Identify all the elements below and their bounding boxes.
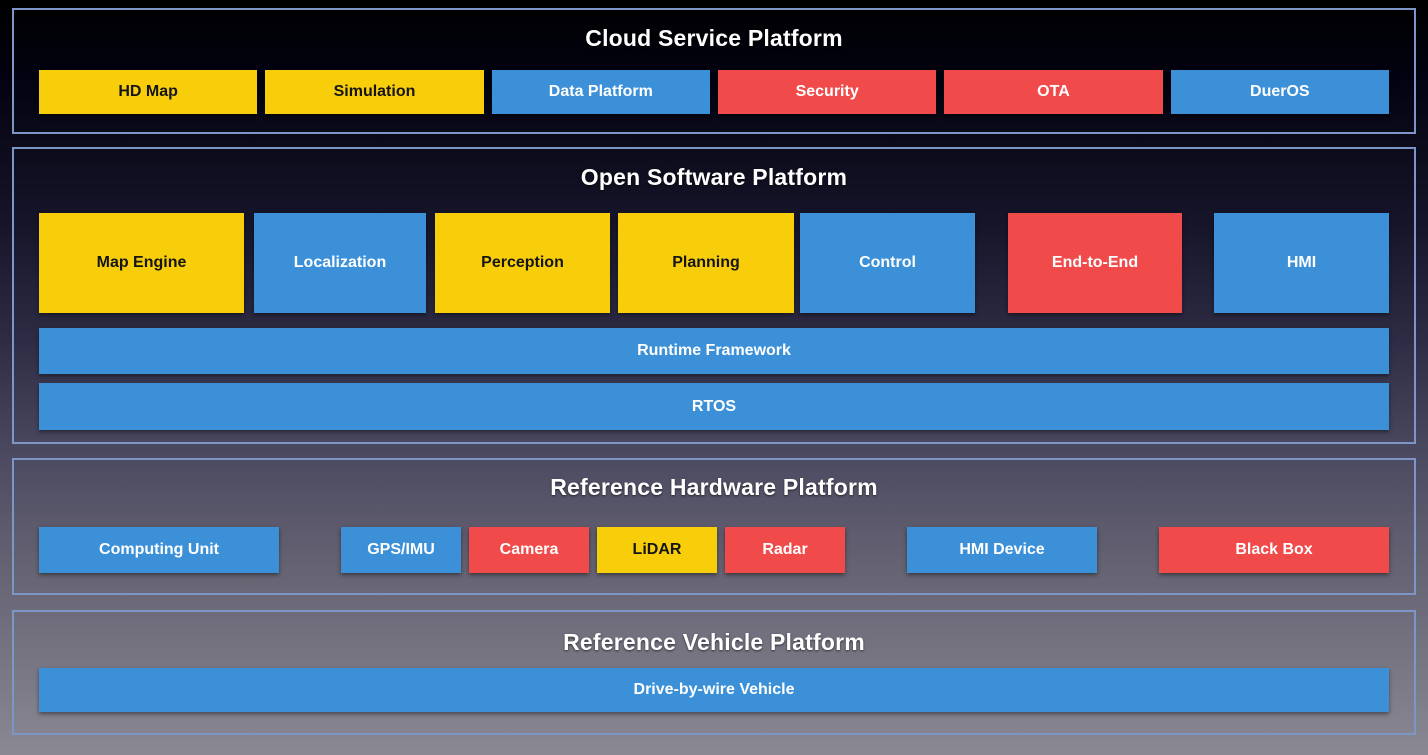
box-security: Security (717, 70, 937, 114)
box-computing-unit: Computing Unit (39, 527, 279, 573)
section-reference-vehicle-platform: Reference Vehicle Platform Drive-by-wire… (12, 610, 1416, 735)
box-control: Control (800, 213, 975, 313)
section-title: Reference Vehicle Platform (563, 629, 865, 655)
box-data-platform: Data Platform (491, 70, 710, 114)
box-simulation: Simulation (265, 70, 484, 114)
box-end-to-end: End-to-End (1008, 213, 1182, 313)
box-lidar: LiDAR (597, 527, 717, 573)
section-title: Open Software Platform (580, 164, 848, 190)
box-map-engine: Map Engine (39, 213, 244, 313)
box-hd-map: HD Map (39, 70, 258, 114)
bar-rtos: RTOS (39, 383, 1389, 430)
box-black-box: Black Box (1159, 527, 1389, 573)
section-title: Cloud Service Platform (585, 25, 843, 51)
box-perception: Perception (435, 213, 610, 313)
box-localization: Localization (254, 213, 426, 313)
hardware-boxes-row: Computing Unit GPS/IMU Camera LiDAR Rada… (39, 527, 1389, 573)
software-boxes-row: Map Engine Localization Perception Plann… (39, 213, 1389, 313)
cloud-boxes-row: HD Map Simulation Data Platform Security… (39, 70, 1389, 114)
bar-drive-by-wire-vehicle: Drive-by-wire Vehicle (39, 668, 1389, 712)
box-gps-imu: GPS/IMU (341, 527, 461, 573)
box-hmi-device: HMI Device (907, 527, 1097, 573)
section-title: Reference Hardware Platform (550, 474, 878, 500)
bar-runtime-framework: Runtime Framework (39, 328, 1389, 374)
box-ota: OTA (944, 70, 1163, 114)
box-hmi: HMI (1214, 213, 1389, 313)
section-reference-hardware-platform: Reference Hardware Platform Computing Un… (12, 458, 1416, 595)
box-camera: Camera (469, 527, 589, 573)
section-cloud-service-platform: Cloud Service Platform HD Map Simulation… (12, 8, 1416, 134)
section-open-software-platform: Open Software Platform Map Engine Locali… (12, 147, 1416, 444)
box-radar: Radar (725, 527, 845, 573)
box-dueros: DuerOS (1170, 70, 1389, 114)
box-planning: Planning (618, 213, 794, 313)
